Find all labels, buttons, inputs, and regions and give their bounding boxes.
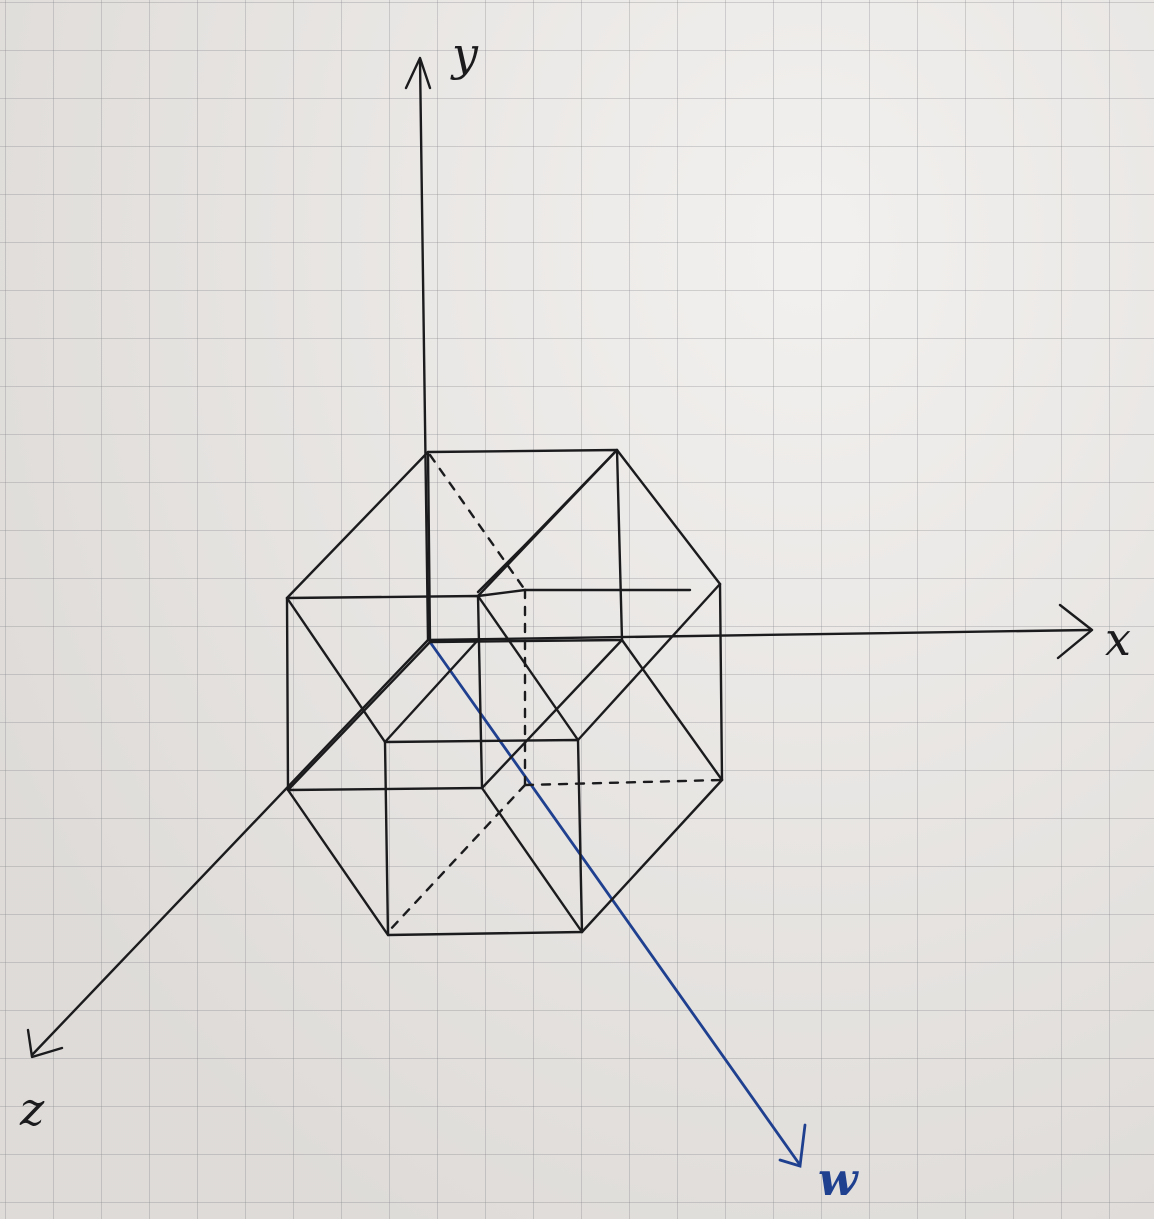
cube-shifted-hidden-edge: [523, 778, 724, 787]
w-connecting-edges: [285, 448, 724, 937]
cube-shifted-edge: [383, 638, 480, 744]
cube-shifted-hidden-edge: [428, 453, 527, 592]
cube-back-edge: [286, 640, 432, 792]
cube-shifted: [383, 448, 724, 937]
w-edge: [480, 786, 584, 934]
y-axis-arrowhead: [404, 56, 432, 90]
z-axis-label: z: [19, 1082, 45, 1136]
cube-back-edge: [480, 638, 624, 790]
z-axis-arrowhead: [26, 1028, 64, 1059]
z-axis: [30, 638, 430, 1057]
w-axis: [428, 640, 802, 1167]
cube-shifted-front-face: [383, 738, 584, 937]
w-edge: [286, 788, 390, 937]
axes: [26, 56, 1094, 1168]
cube-shifted-edge: [476, 543, 527, 594]
cube-back-edge: [285, 450, 430, 600]
cube-shifted-edge: [576, 582, 722, 742]
w-edge: [285, 596, 387, 744]
w-edge: [620, 638, 724, 782]
x-axis-label: x: [1105, 612, 1131, 666]
y-axis: [418, 58, 430, 642]
cube-shifted-edge: [580, 778, 724, 934]
w-edge: [476, 594, 580, 742]
w-axis-label: w: [818, 1152, 859, 1206]
cube-shifted-edge: [523, 448, 619, 547]
w-axis-arrowhead: [778, 1123, 807, 1168]
x-axis-arrowhead: [1056, 603, 1094, 660]
cube-shifted-edge: [718, 582, 724, 782]
x-axis: [426, 628, 1092, 642]
y-axis-label: y: [450, 27, 479, 81]
cube-shifted-edge: [476, 588, 527, 598]
w-edge: [615, 448, 722, 586]
cube-shifted-hidden-edge: [386, 783, 527, 934]
